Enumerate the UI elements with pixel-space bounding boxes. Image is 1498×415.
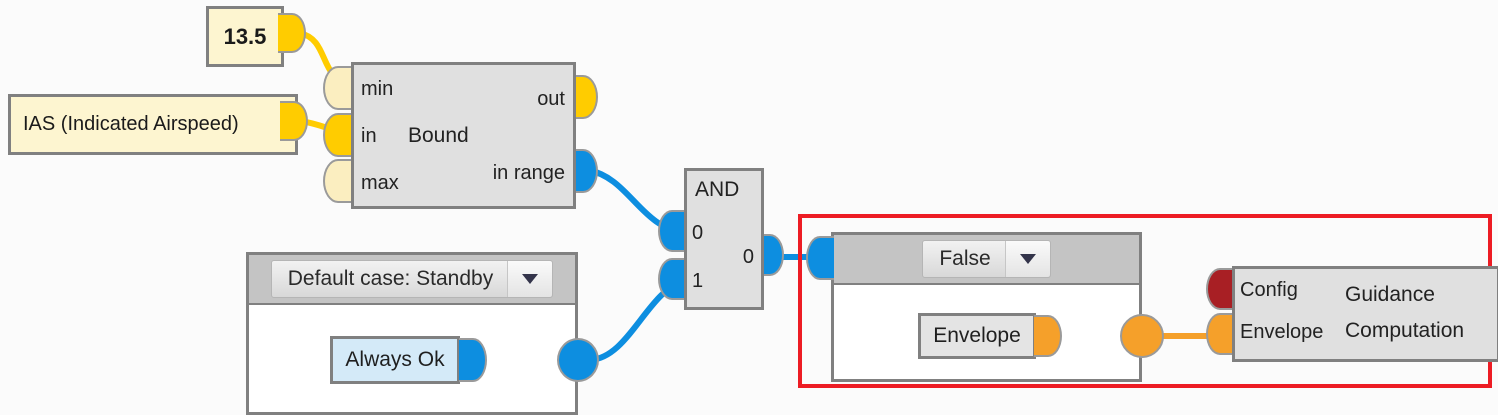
bound-block-body[interactable]: min in max Bound out in range — [351, 62, 576, 209]
default-case-boundary-port[interactable] — [557, 338, 599, 382]
envelope-output-port[interactable] — [1034, 315, 1062, 357]
constant-number-value: 13.5 — [223, 23, 267, 49]
and-node[interactable]: AND 0 1 0 — [658, 168, 784, 310]
bound-label-min: min — [361, 78, 394, 100]
envelope-box[interactable]: Envelope — [918, 313, 1036, 359]
false-combo[interactable]: False — [922, 240, 1051, 278]
constant-number-output-port[interactable] — [278, 13, 306, 53]
and-input-port-1[interactable] — [658, 258, 686, 300]
and-label-input-0: 0 — [692, 222, 704, 244]
guidance-title-line2: Computation — [1345, 319, 1465, 342]
bound-input-port-in[interactable] — [323, 113, 353, 157]
bound-label-in: in — [361, 125, 377, 147]
constant-ias-value: IAS (Indicated Airspeed) — [23, 113, 239, 135]
false-combo-label: False — [939, 247, 991, 270]
guidance-title-line1: Guidance — [1345, 283, 1435, 306]
default-case-combo-label: Default case: Standby — [287, 267, 494, 290]
constant-ias-box[interactable]: IAS (Indicated Airspeed) — [8, 94, 298, 155]
envelope-label: Envelope — [933, 324, 1021, 347]
constant-number-box[interactable]: 13.5 — [206, 6, 284, 67]
bound-input-port-min[interactable] — [323, 66, 353, 110]
constant-ias-output-port[interactable] — [280, 101, 308, 141]
chevron-down-icon[interactable] — [1004, 241, 1050, 277]
bound-label-max: max — [361, 172, 399, 194]
guidance-input-port-envelope[interactable] — [1206, 313, 1234, 355]
default-case-header: Default case: Standby — [249, 255, 575, 305]
default-case-container[interactable]: Default case: Standby — [246, 252, 578, 415]
guidance-label-envelope: Envelope — [1240, 321, 1324, 343]
false-container-input-port[interactable] — [806, 236, 834, 280]
false-container-header: False — [834, 235, 1139, 285]
bound-title: Bound — [408, 124, 469, 147]
bound-input-port-max[interactable] — [323, 159, 353, 203]
guidance-label-config: Config — [1240, 279, 1298, 301]
guidance-block-body[interactable]: Config Envelope Guidance Computation — [1232, 266, 1498, 362]
always-ok-box[interactable]: Always Ok — [330, 336, 460, 384]
bound-node[interactable]: min in max Bound out in range — [323, 62, 598, 209]
guidance-computation-node[interactable]: Config Envelope Guidance Computation — [1206, 266, 1498, 362]
false-container-boundary-port[interactable] — [1120, 314, 1164, 358]
and-label-input-1: 1 — [692, 270, 704, 292]
and-label-output-0: 0 — [742, 246, 754, 268]
bound-label-in-range: in range — [492, 162, 565, 184]
guidance-input-port-config[interactable] — [1206, 268, 1234, 310]
bound-label-out: out — [537, 88, 565, 110]
always-ok-output-port[interactable] — [459, 338, 487, 382]
false-container[interactable]: False — [831, 232, 1142, 382]
default-case-combo[interactable]: Default case: Standby — [270, 260, 554, 298]
and-title: AND — [695, 178, 740, 201]
constant-ias-node[interactable]: IAS (Indicated Airspeed) — [8, 94, 308, 155]
and-block-body[interactable]: AND 0 1 0 — [684, 168, 764, 310]
chevron-down-icon[interactable] — [507, 261, 553, 297]
always-ok-label: Always Ok — [345, 348, 445, 371]
and-input-port-0[interactable] — [658, 210, 686, 252]
constant-number-node[interactable]: 13.5 — [206, 6, 306, 67]
